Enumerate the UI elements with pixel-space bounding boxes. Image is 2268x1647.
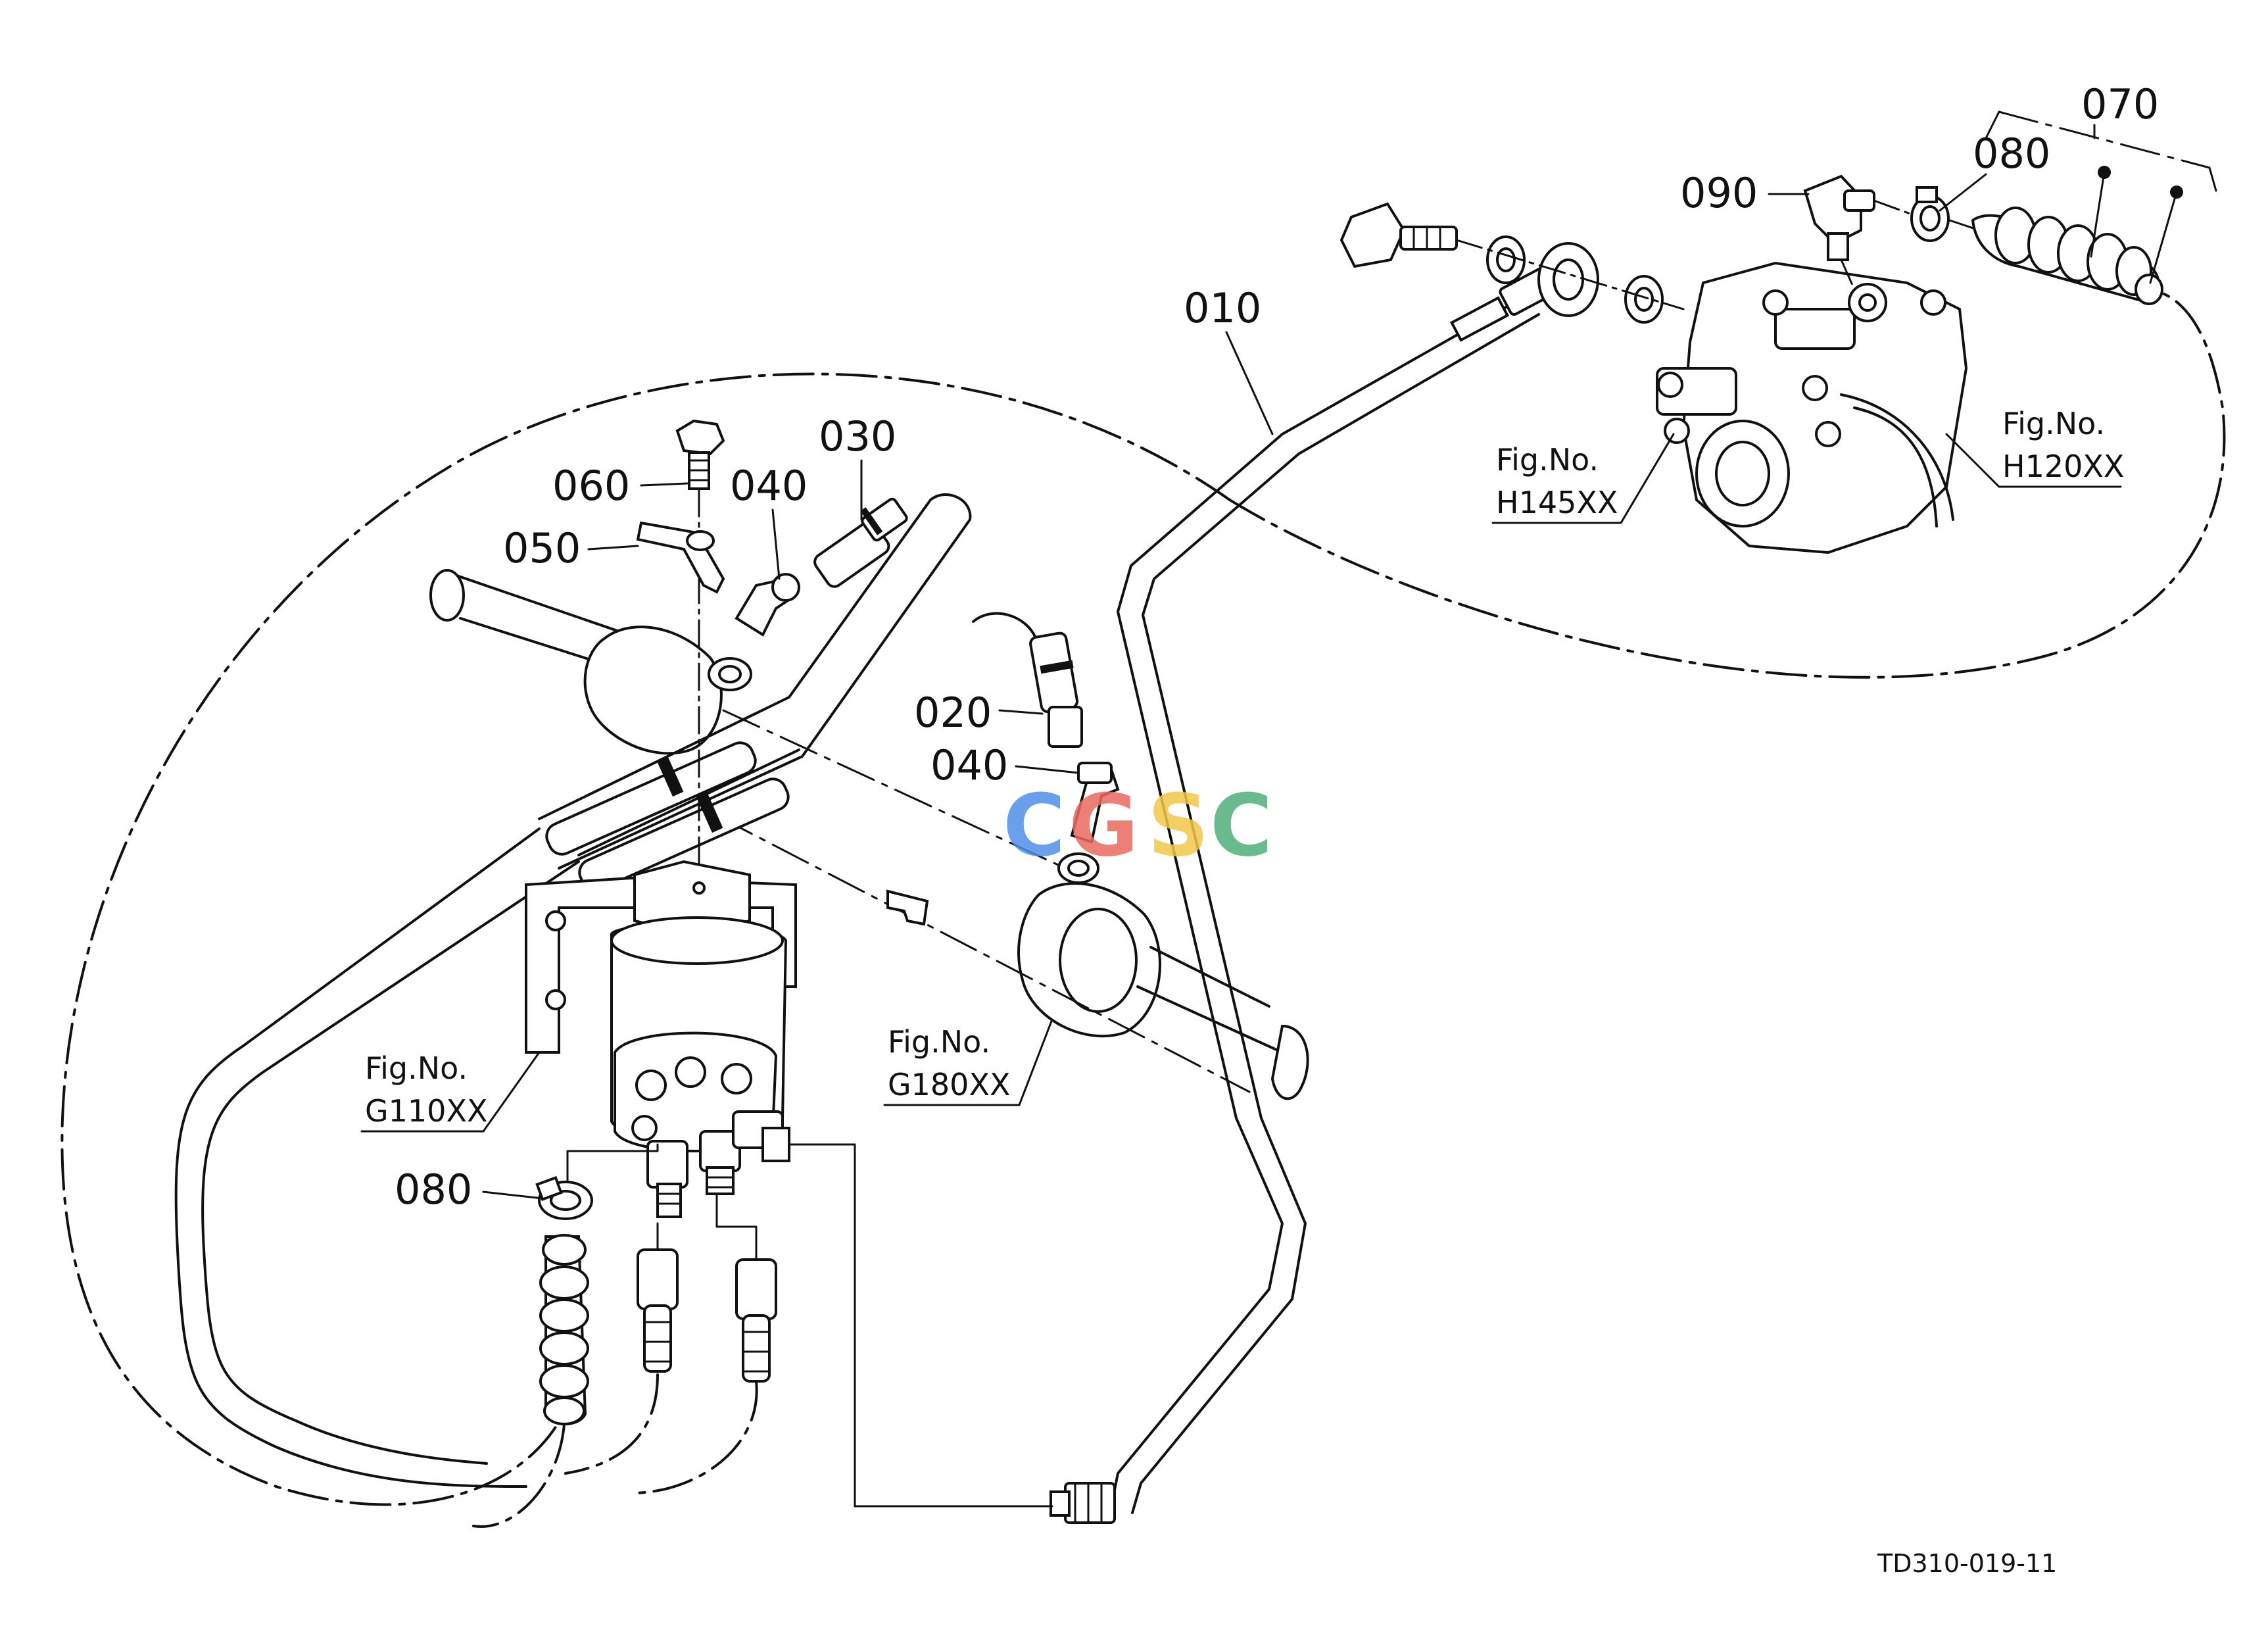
pipe-end-fitting-bottom — [1050, 1482, 1116, 1524]
elbow-fitting-090 — [1803, 174, 1875, 291]
svg-text:070: 070 — [2081, 80, 2159, 128]
svg-text:Fig.No.: Fig.No. — [2002, 406, 2105, 441]
bracket-050 — [636, 521, 725, 594]
banjo-fitting — [1339, 202, 1685, 324]
hose-070 — [1971, 207, 2163, 305]
hose-stub-right — [735, 1258, 777, 1383]
svg-text:030: 030 — [819, 412, 896, 460]
hose-clamp-080-left — [535, 1176, 593, 1220]
svg-text:G180XX: G180XX — [888, 1067, 1010, 1102]
svg-text:Fig.No.: Fig.No. — [1496, 442, 1599, 478]
watermark-letter-2: G — [1069, 775, 1139, 875]
svg-text:040: 040 — [930, 741, 1008, 789]
watermark-letter-4: C — [1210, 775, 1272, 875]
hose-stub-middle — [637, 1248, 679, 1373]
pipe-010 — [1110, 295, 1527, 1508]
svg-text:010: 010 — [1184, 284, 1261, 332]
elbow-040-upper — [735, 573, 800, 637]
hose-routing-loop-right — [1228, 288, 2226, 679]
figref-h120: Fig.No. H120XX — [1945, 406, 2124, 488]
svg-text:050: 050 — [503, 524, 581, 572]
hose-stub-left — [539, 1234, 589, 1425]
hydraulic-pump — [1656, 261, 1968, 554]
connection-lines — [174, 1045, 1053, 1528]
svg-text:G110XX: G110XX — [365, 1093, 487, 1129]
svg-text:Fig.No.: Fig.No. — [365, 1050, 468, 1086]
svg-text:H145XX: H145XX — [1496, 485, 1618, 520]
label-060: 060 — [552, 462, 688, 510]
label-020: 020 — [914, 689, 1044, 737]
label-010: 010 — [1184, 284, 1274, 435]
label-090: 090 — [1680, 169, 1810, 217]
svg-text:060: 060 — [552, 462, 630, 510]
svg-text:H120XX: H120XX — [2002, 449, 2124, 484]
steering-cylinder — [429, 569, 1309, 1100]
figref-h145: Fig.No. H145XX — [1491, 433, 1675, 524]
drawing-code: TD310-019-11 — [1877, 1549, 2057, 1578]
watermark-logo: C G S C — [1003, 775, 1272, 875]
label-080-top: 080 — [1939, 130, 2050, 212]
watermark-letter-3: S — [1147, 775, 1209, 875]
hose-routing-loop-left — [60, 372, 1231, 1506]
figref-g110: Fig.No. G110XX — [360, 1050, 541, 1133]
label-070: 070 — [2081, 80, 2159, 128]
svg-text:080: 080 — [1973, 130, 2050, 178]
fitting-030 — [813, 497, 908, 588]
figref-g180: Fig.No. G180XX — [883, 1018, 1053, 1106]
label-040-upper: 040 — [730, 462, 808, 580]
svg-text:Fig.No.: Fig.No. — [888, 1024, 990, 1060]
svg-text:090: 090 — [1680, 169, 1758, 217]
watermark-letter-1: C — [1003, 775, 1065, 875]
label-040-lower: 040 — [930, 741, 1080, 789]
bolt-060 — [675, 419, 725, 883]
bracket-070 — [1985, 111, 2217, 284]
fitting-020 — [972, 612, 1083, 748]
pipe-010-inner — [1131, 313, 1540, 1514]
hose-clamp-080-top — [1873, 186, 1981, 242]
svg-text:040: 040 — [730, 462, 808, 510]
label-050: 050 — [503, 524, 639, 572]
svg-text:080: 080 — [395, 1166, 472, 1214]
hoses-030 — [242, 493, 972, 1073]
label-080-left: 080 — [395, 1166, 544, 1214]
steering-unit — [525, 860, 797, 1218]
label-030: 030 — [819, 412, 896, 521]
svg-text:020: 020 — [914, 689, 992, 737]
